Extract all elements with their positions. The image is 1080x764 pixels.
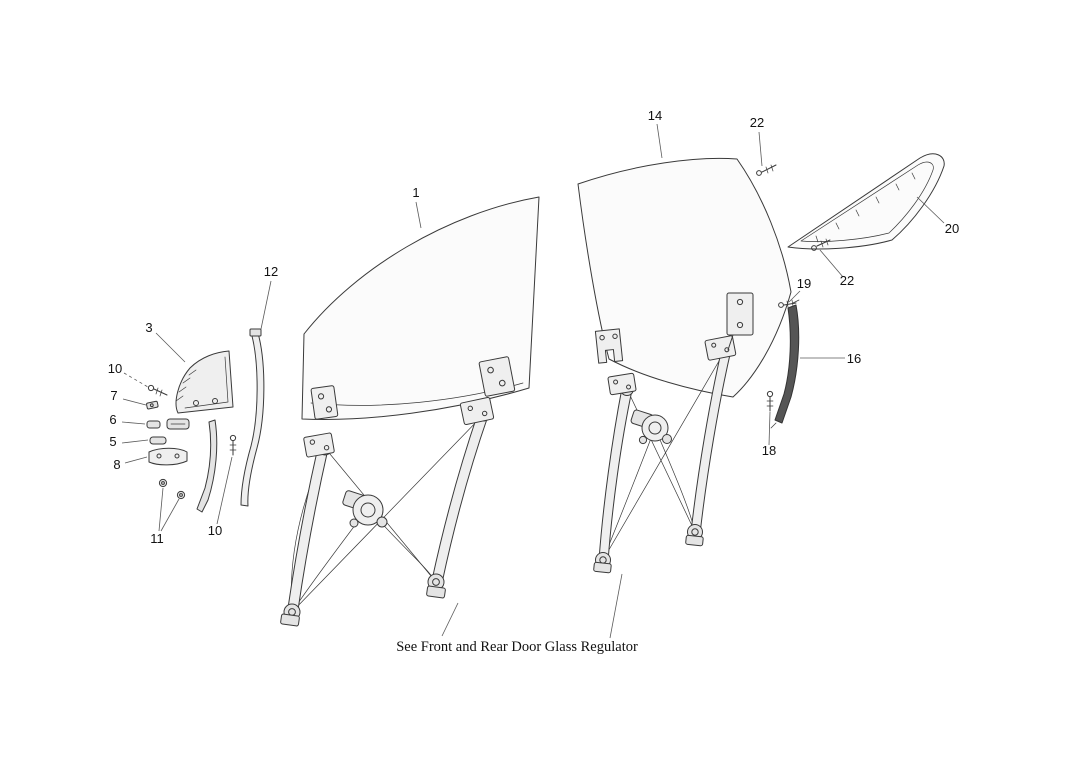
callout-3: 3 (145, 320, 152, 335)
channel-rear-tab-bottom (770, 422, 777, 429)
quarter-glass (787, 153, 945, 250)
bracket-8 (148, 447, 188, 466)
front-glass-bracket-left (310, 385, 339, 420)
clip-7 (146, 400, 159, 410)
rear-door-glass-outline (577, 157, 792, 398)
callout-14: 14 (648, 108, 662, 123)
quarter-glass-seal-ticks (815, 172, 916, 243)
glass-run-channel-front (196, 328, 265, 513)
rear-regulator-carrier-left (607, 372, 637, 396)
screw-10-lower (229, 434, 237, 456)
triangle-hatch (175, 369, 197, 402)
rear-regulator-foot-right (685, 534, 704, 547)
callout-10-upper: 10 (108, 361, 122, 376)
front-window-regulator (280, 396, 495, 627)
triangle-grommet-1 (193, 400, 199, 406)
glass-run-channel-rear (770, 299, 800, 429)
screw-22-upper (756, 164, 777, 176)
screw-10-upper (147, 384, 168, 397)
callout-19: 19 (797, 276, 811, 291)
callout-22-upper: 22 (750, 115, 764, 130)
front-regulator-foot-right (426, 585, 446, 599)
callout-16: 16 (847, 351, 861, 366)
front-regulator-carrier-left (303, 432, 335, 458)
front-regulator-motor (342, 490, 388, 528)
triangle-outline (175, 350, 234, 414)
quarter-glass-inner-outline (800, 161, 934, 242)
rear-regulator-top-bracket (726, 292, 754, 351)
rear-regulator-rail-left (598, 387, 633, 563)
screw-18 (766, 390, 774, 412)
front-regulator-carrier-right (459, 396, 495, 426)
callout-8: 8 (113, 457, 120, 472)
callout-6: 6 (109, 412, 116, 427)
callout-1: 1 (412, 185, 419, 200)
rear-regulator-foot-left (593, 561, 612, 574)
front-regulator-rail-left (287, 446, 329, 611)
screw-19 (778, 299, 797, 308)
callout-20: 20 (945, 221, 959, 236)
callout-12: 12 (264, 264, 278, 279)
spacer-6 (146, 418, 190, 430)
callout-labels: 14 22 1 20 12 22 19 3 16 10 7 6 5 18 8 1… (108, 108, 959, 546)
rear-window-regulator (593, 292, 754, 574)
triangle-inner-line (184, 356, 229, 409)
channel-front-strip (240, 332, 265, 507)
pad-5 (149, 436, 167, 445)
callout-11: 11 (150, 531, 164, 546)
callout-18: 18 (762, 443, 776, 458)
regulator-caption: See Front and Rear Door Glass Regulator (396, 639, 638, 655)
channel-rear-tab-top (792, 299, 800, 304)
channel-front-clip (249, 328, 262, 337)
channel-rear-strip (774, 304, 800, 424)
rear-regulator-carrier-right (704, 335, 737, 361)
leader-lines (121, 123, 945, 639)
rear-door-glass (577, 157, 792, 398)
rear-glass-bracket-left (594, 328, 624, 364)
nuts-11 (158, 478, 186, 500)
quarter-glass-seal-outline (787, 153, 945, 250)
callout-10-lower: 10 (208, 523, 222, 538)
callout-22-lower: 22 (840, 273, 854, 288)
mirror-mount-triangle (175, 350, 234, 414)
callout-5: 5 (109, 434, 116, 449)
screw-22-lower (811, 238, 831, 251)
rear-regulator-motor (630, 409, 672, 445)
front-regulator-foot-left (280, 613, 300, 627)
callout-7: 7 (110, 388, 117, 403)
front-door-glass (301, 196, 540, 420)
front-glass-bracket-right (478, 356, 516, 397)
triangle-grommet-2 (212, 398, 218, 404)
channel-front-lower-strip (196, 419, 218, 513)
